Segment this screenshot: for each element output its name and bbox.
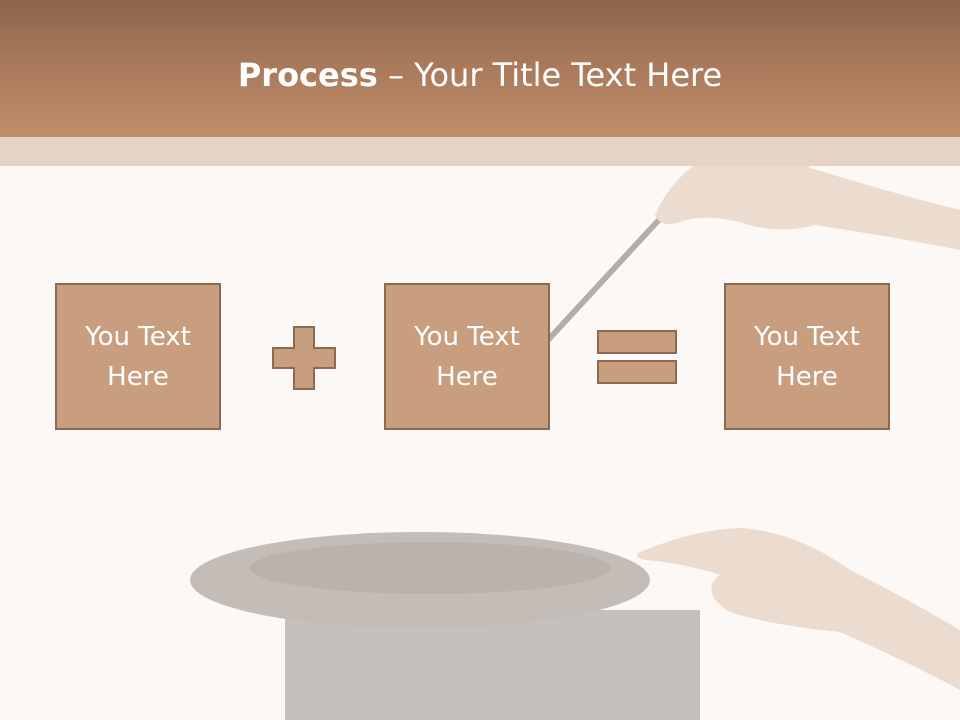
lower-hand-icon xyxy=(637,528,960,690)
process-box-2[interactable]: You Text Here xyxy=(384,283,550,430)
process-box-1[interactable]: You Text Here xyxy=(55,283,221,430)
upper-hand-icon xyxy=(655,139,960,250)
process-box-2-text[interactable]: You Text Here xyxy=(414,321,520,392)
plus-icon xyxy=(272,326,336,390)
slide-title: Process – Your Title Text Here xyxy=(0,52,960,98)
top-hat-icon xyxy=(190,532,700,720)
process-box-3[interactable]: You Text Here xyxy=(724,283,890,430)
equals-icon xyxy=(597,330,677,384)
title-bold: Process xyxy=(237,56,378,94)
process-box-3-text[interactable]: You Text Here xyxy=(754,321,860,392)
wand-icon xyxy=(543,205,673,345)
title-bar-band xyxy=(0,137,960,166)
title-bar xyxy=(0,0,960,137)
process-box-1-text[interactable]: You Text Here xyxy=(85,321,191,392)
title-rest: – Your Title Text Here xyxy=(377,56,723,94)
